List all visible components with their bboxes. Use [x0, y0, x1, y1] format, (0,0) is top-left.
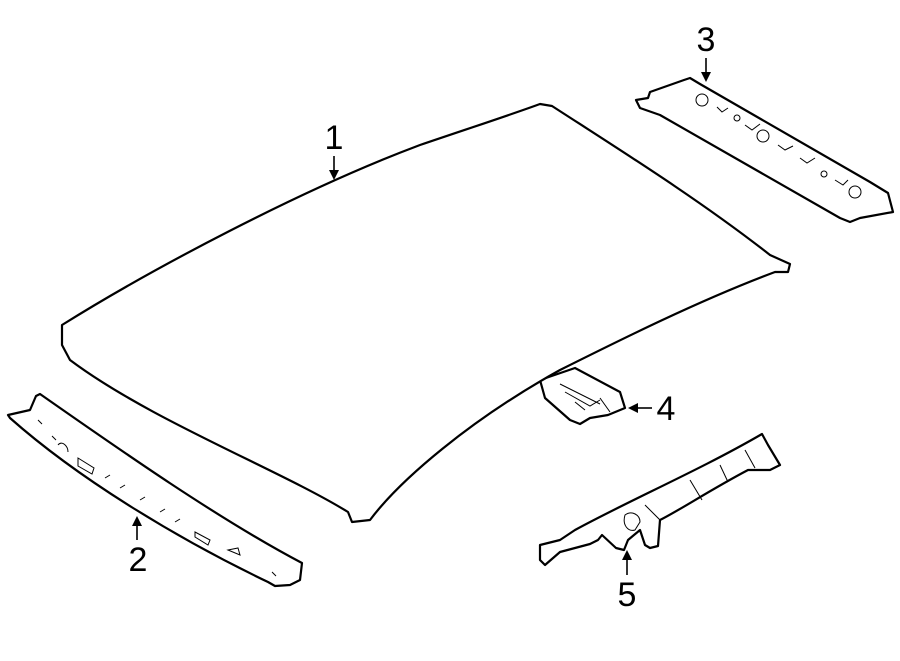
- callout-1-label: 1: [324, 119, 344, 157]
- part-1-roof-panel: [60, 102, 792, 524]
- leader-5: [622, 550, 632, 575]
- leader-2: [132, 516, 142, 540]
- callout-3-label: 3: [696, 21, 716, 59]
- leader-3: [701, 58, 711, 82]
- part-4-roof-bow: [538, 366, 627, 426]
- part-5-side-rail-bracket: [538, 432, 782, 567]
- leader-4: [628, 403, 652, 413]
- part-2-front-roof-rail: [6, 392, 304, 588]
- callout-5-label: 5: [617, 576, 637, 614]
- part-3-rear-roof-rail: [634, 76, 895, 224]
- leader-1: [329, 156, 339, 180]
- callout-2-label: 2: [128, 541, 148, 579]
- callout-4-label: 4: [656, 390, 676, 428]
